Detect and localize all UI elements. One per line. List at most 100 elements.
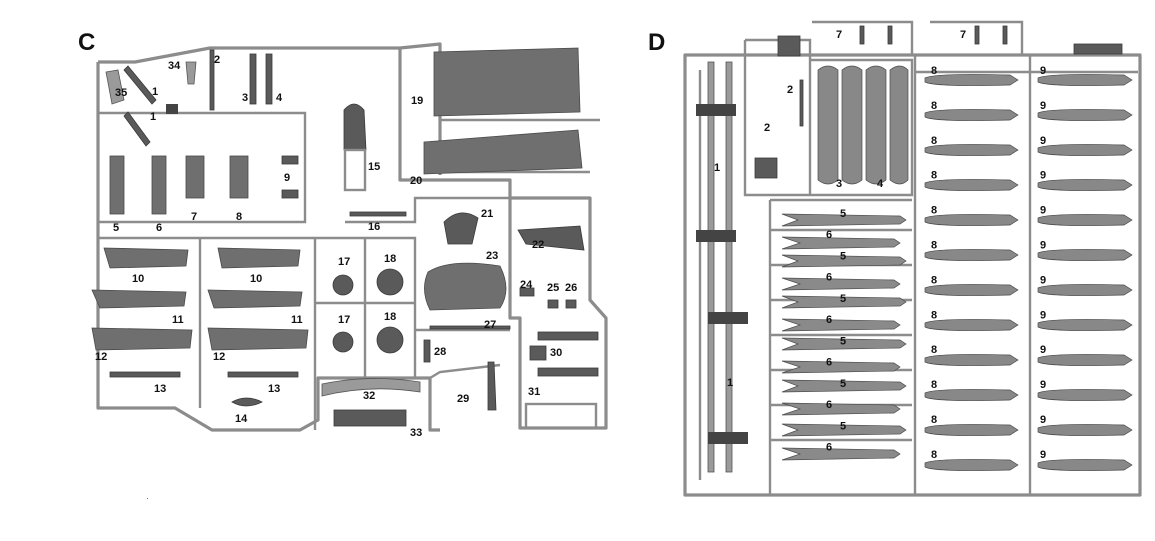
part-c30-top	[537, 331, 599, 341]
label-d8: 8	[931, 274, 937, 286]
part-c28	[423, 339, 431, 363]
part-c31	[524, 402, 598, 430]
label-d6: 6	[826, 357, 832, 369]
stray-mark	[147, 498, 148, 499]
label-d8: 8	[931, 240, 937, 252]
sprue-d-letter: D	[648, 29, 665, 56]
label-d9: 9	[1040, 205, 1046, 217]
label-c3: 3	[242, 92, 248, 104]
part-d9	[1037, 389, 1133, 401]
label-d2b: 2	[764, 122, 770, 134]
label-d5: 5	[840, 378, 846, 390]
sprue-d: D	[648, 20, 1142, 497]
part-c14	[231, 397, 263, 407]
part-d5	[781, 423, 907, 437]
label-d9: 9	[1040, 274, 1046, 286]
part-d9	[1037, 214, 1133, 226]
label-c19: 19	[411, 95, 423, 107]
label-c25: 25	[547, 282, 559, 294]
part-c24	[519, 287, 535, 297]
part-d8	[924, 74, 1019, 86]
label-c17a: 17	[338, 256, 350, 268]
label-c20: 20	[410, 175, 422, 187]
part-d7-a1	[859, 25, 865, 45]
part-d8	[924, 389, 1019, 401]
label-d8: 8	[931, 449, 937, 461]
label-c26: 26	[565, 282, 577, 294]
part-c32	[321, 378, 421, 397]
part-d1-right	[725, 61, 733, 473]
part-d8	[924, 179, 1019, 191]
part-d5	[781, 254, 907, 268]
part-c17-top	[332, 274, 354, 296]
part-c35	[105, 69, 125, 105]
part-d7-a2	[887, 25, 893, 45]
label-d5: 5	[840, 336, 846, 348]
label-c11a: 11	[172, 314, 184, 326]
label-c10a: 10	[132, 273, 144, 285]
part-c21	[443, 212, 479, 245]
part-c7	[185, 155, 205, 199]
label-d9: 9	[1040, 309, 1046, 321]
part-d5	[781, 337, 907, 351]
part-d2-box	[777, 35, 801, 57]
part-d3-b	[841, 65, 863, 185]
part-d6	[781, 447, 901, 461]
label-d5: 5	[840, 251, 846, 263]
label-c2: 2	[214, 54, 220, 66]
part-d5	[781, 213, 907, 227]
part-c19	[433, 47, 581, 117]
part-d8	[924, 424, 1019, 436]
gate-d1-a	[696, 104, 736, 116]
missiles-5-6	[781, 213, 907, 461]
part-c11-right	[207, 289, 303, 309]
label-d8: 8	[931, 100, 937, 112]
label-d4: 4	[877, 178, 884, 190]
label-c13b: 13	[268, 383, 280, 395]
part-d9	[1037, 284, 1133, 296]
part-d6	[781, 360, 901, 374]
label-d6: 6	[826, 442, 832, 454]
part-c34	[185, 61, 197, 85]
label-d3: 3	[836, 178, 842, 190]
tanks-9	[1037, 74, 1133, 471]
part-c10-left	[103, 247, 189, 269]
label-c16: 16	[368, 221, 380, 233]
gate-d1-d	[708, 432, 748, 444]
label-d8: 8	[931, 379, 937, 391]
label-c6: 6	[156, 222, 162, 234]
part-d7-b2	[1002, 25, 1008, 45]
label-d6: 6	[826, 314, 832, 326]
label-c1a: 1	[152, 86, 158, 98]
label-d9: 9	[1040, 65, 1046, 77]
part-d4-b	[889, 65, 909, 185]
label-d8: 8	[931, 414, 937, 426]
part-c11-left	[91, 289, 187, 309]
label-c12b: 12	[213, 351, 225, 363]
part-c18-bottom	[376, 326, 404, 354]
label-c18b: 18	[384, 311, 396, 323]
label-d6: 6	[826, 229, 832, 241]
sprue-c: C	[78, 29, 608, 439]
label-d1a: 1	[714, 162, 720, 174]
label-c34: 34	[168, 60, 181, 72]
label-d7b: 7	[960, 29, 966, 41]
label-c9: 9	[284, 172, 290, 184]
gate-d1-c	[708, 312, 748, 324]
label-d6: 6	[826, 272, 832, 284]
part-c5	[109, 155, 125, 215]
label-d8: 8	[931, 135, 937, 147]
label-c23: 23	[486, 250, 498, 262]
sprue-c-frame	[96, 42, 608, 432]
part-d7-b1	[974, 25, 980, 45]
part-c26	[565, 299, 577, 309]
part-d8	[924, 109, 1019, 121]
part-c12-left	[91, 327, 193, 351]
part-c25	[547, 299, 559, 309]
label-c1b: 1	[150, 111, 156, 123]
label-c27: 27	[484, 319, 496, 331]
part-d5	[781, 379, 907, 393]
part-d8	[924, 144, 1019, 156]
part-c9b	[281, 189, 299, 199]
